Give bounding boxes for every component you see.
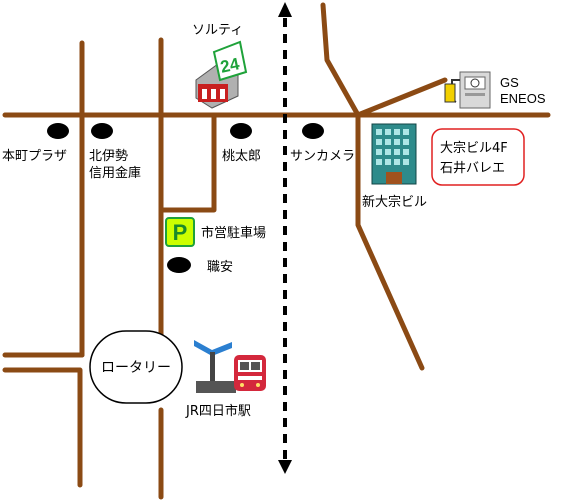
marker-sankamera bbox=[302, 123, 324, 139]
label-city-parking: 市営駐車場 bbox=[201, 225, 266, 241]
label-rotary: ロータリー bbox=[101, 360, 171, 376]
parking-lane bbox=[158, 112, 217, 213]
store-24-number: 24 bbox=[219, 54, 242, 77]
label-shin-taiso-bldg: 新大宗ビル bbox=[362, 194, 427, 210]
parking-icon: P bbox=[165, 217, 195, 247]
label-sankamera: サンカメラ bbox=[290, 149, 355, 164]
gs-access-road bbox=[355, 77, 448, 118]
railway-line bbox=[278, 2, 292, 474]
west-spur-lower bbox=[2, 367, 83, 488]
convenience-store-icon: 24 bbox=[195, 40, 248, 109]
label-shokuan: 職安 bbox=[207, 260, 233, 275]
parking-letter: P bbox=[173, 220, 188, 245]
arrow-up-icon bbox=[278, 2, 292, 17]
label-honmachi-plaza: 本町プラザ bbox=[2, 149, 67, 164]
marker-shokuan bbox=[167, 257, 191, 273]
landmark-markers bbox=[47, 123, 324, 273]
marker-momotaro bbox=[230, 123, 252, 139]
label-taiso-bldg-4f: 大宗ビル4F bbox=[440, 140, 508, 156]
rotary-circle bbox=[89, 330, 183, 404]
roads bbox=[2, 2, 551, 500]
label-kita-ise: 北伊勢 bbox=[89, 149, 128, 164]
northeast-road bbox=[320, 2, 425, 371]
label-gs: GS bbox=[500, 75, 519, 90]
label-momotaro: 桃太郎 bbox=[222, 149, 261, 164]
station-icon bbox=[194, 340, 236, 393]
marker-kita-ise bbox=[91, 123, 113, 139]
label-solty: ソルティ bbox=[192, 23, 243, 38]
label-ishii-ballet: 石井バレエ bbox=[440, 161, 505, 176]
ballet-callout bbox=[431, 128, 525, 186]
marker-honmachi-plaza bbox=[47, 123, 69, 139]
gas-pump-icon bbox=[444, 71, 491, 109]
label-eneos: ENEOS bbox=[500, 91, 546, 106]
label-jr-yokkaichi-station: JR四日市駅 bbox=[185, 403, 251, 419]
building-icon bbox=[371, 123, 417, 185]
arrow-down-icon bbox=[278, 460, 292, 474]
train-icon bbox=[234, 355, 266, 391]
label-shinyo-kinko: 信用金庫 bbox=[89, 165, 141, 181]
